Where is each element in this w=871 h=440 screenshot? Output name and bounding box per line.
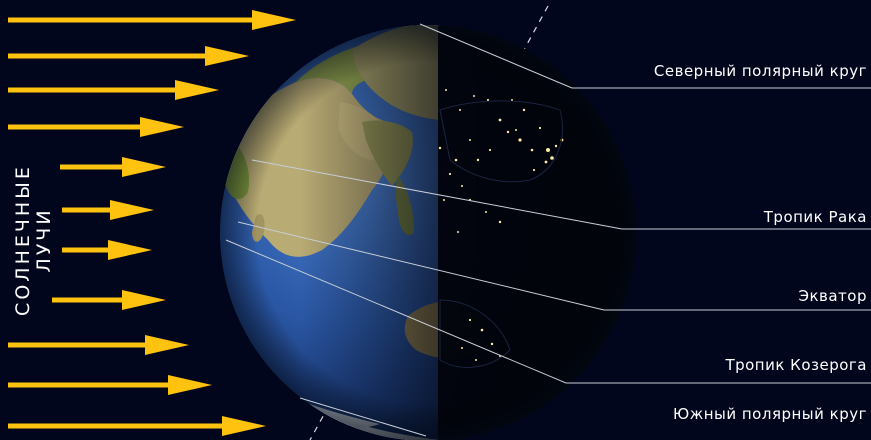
arctic-circle-line [419, 23, 573, 89]
earth-globe-icon [220, 25, 636, 440]
arrow-right-icon [8, 335, 189, 355]
sun-rays-label-line1: СОЛНЕЧНЫЕ [12, 164, 34, 316]
tropic-of-cancer-line [251, 159, 623, 230]
antarctic-circle-label: Южный полярный круг [673, 405, 867, 423]
tropic-of-capricorn-label: Тропик Козерога [725, 356, 867, 374]
sun-rays-label-line2: ЛУЧИ [33, 207, 55, 273]
sun-rays-label: СОЛНЕЧНЫЕ ЛУЧИ [12, 164, 55, 316]
tropic-of-cancer-label: Тропик Рака [763, 208, 867, 226]
arrow-right-icon [8, 10, 296, 30]
arrow-right-icon [62, 200, 154, 220]
equator-label: Экватор [798, 287, 867, 305]
arrow-right-icon [62, 240, 152, 260]
antarctic-circle-line [299, 397, 427, 437]
arrow-right-icon [8, 117, 184, 137]
arrow-right-icon [8, 46, 249, 66]
latitude-lines [225, 23, 871, 437]
tropic-of-capricorn-line [225, 239, 567, 384]
equator-line [237, 221, 605, 311]
arrow-right-icon [52, 290, 166, 310]
arrow-right-icon [8, 416, 266, 436]
arrow-right-icon [8, 80, 219, 100]
arctic-circle-label: Северный полярный круг [653, 62, 867, 80]
arrow-right-icon [8, 375, 212, 395]
sun-rays [8, 10, 296, 436]
arrow-right-icon [60, 157, 166, 177]
